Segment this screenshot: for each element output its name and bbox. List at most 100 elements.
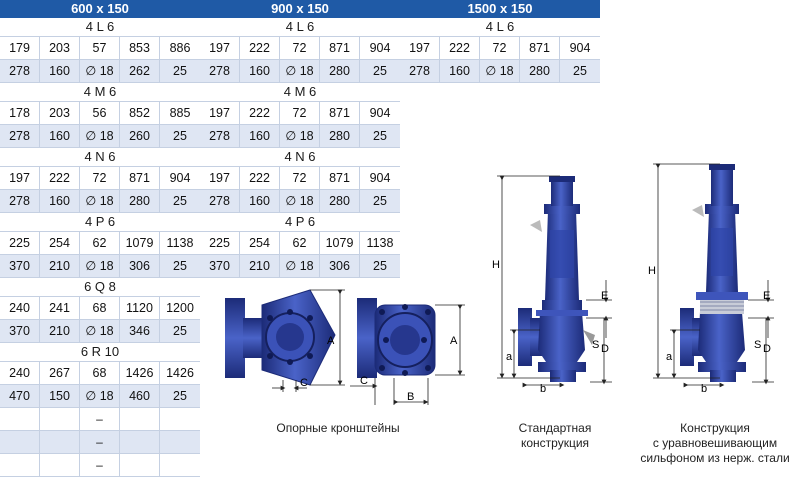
- table-cell: 885: [169, 106, 191, 120]
- caption-standard-line1: Стандартная: [518, 421, 592, 435]
- caption-bellows-line1: Конструкция: [680, 421, 750, 435]
- section-code: 6 Q 8: [0, 278, 200, 297]
- section-code: 4 M 6: [200, 83, 400, 102]
- table-cell: 240: [0, 362, 40, 384]
- table-cell: 25: [173, 259, 187, 273]
- table-cell: 197: [200, 37, 240, 59]
- table-cell: 203: [40, 37, 80, 59]
- table-cell: 197: [200, 102, 240, 124]
- table-cell: 306: [320, 255, 360, 277]
- table-cell: 280: [120, 190, 160, 212]
- table-cell: ∅ 18: [480, 60, 520, 82]
- dim-label-b-standard: b: [540, 383, 546, 395]
- table-cell: 160: [240, 190, 280, 212]
- table-cell: 68: [80, 297, 120, 319]
- table-cell: 280: [320, 190, 360, 212]
- table-cell: 240: [0, 297, 40, 319]
- table-cell: ∅ 18: [80, 255, 120, 277]
- table-cell: 25: [373, 259, 387, 273]
- table-cell: 1120: [120, 297, 160, 319]
- table-cell: –: [80, 454, 120, 476]
- table-cell: 278: [200, 125, 240, 147]
- table-cell: 370: [0, 320, 40, 342]
- caption-bellows-line2: с уравновешивающим: [652, 436, 778, 450]
- valve-bellows: [680, 164, 748, 382]
- caption-bellows-line3: сильфоном из нерж. стали: [640, 451, 790, 465]
- table-cell: 852: [120, 102, 160, 124]
- table-cell: 57: [80, 37, 120, 59]
- dim-label-s-standard: S: [592, 339, 599, 351]
- table-cell: 1079: [120, 232, 160, 254]
- table-cell: ∅ 18: [280, 255, 320, 277]
- empty-row: –: [0, 431, 200, 454]
- table-cell: 160: [40, 60, 80, 82]
- table-cell: 904: [569, 41, 591, 55]
- bracket-view-front: [357, 298, 436, 378]
- table-cell: 871: [120, 167, 160, 189]
- table-cell: 25: [173, 389, 187, 403]
- dim-label-d-bellows: D: [763, 343, 771, 355]
- table-cell: 904: [369, 171, 391, 185]
- table-cell: [160, 454, 200, 476]
- table-cell: 210: [40, 255, 80, 277]
- table-cell: 160: [240, 125, 280, 147]
- table-cell: 197: [400, 37, 440, 59]
- table-cell: 222: [40, 167, 80, 189]
- table-cell: ∅ 18: [80, 320, 120, 342]
- caption-standard: Стандартная конструкция: [500, 421, 610, 451]
- table-cell: 160: [40, 190, 80, 212]
- table-cell: [40, 431, 80, 453]
- valve-standard: [518, 176, 595, 382]
- dim-label-e-bellows: E: [763, 290, 770, 302]
- table-cell: 25: [173, 64, 187, 78]
- group-header: 1500 x 150: [400, 0, 600, 18]
- table-cell: 280: [320, 125, 360, 147]
- table-cell: 262: [120, 60, 160, 82]
- table-cell: 222: [240, 167, 280, 189]
- table-cell: [0, 408, 40, 430]
- table-cell: ∅ 18: [80, 190, 120, 212]
- section-code: 4 M 6: [0, 83, 200, 102]
- table-cell: 197: [0, 167, 40, 189]
- table-cell: ∅ 18: [80, 60, 120, 82]
- table-cell: 241: [40, 297, 80, 319]
- table-cell: 25: [373, 129, 387, 143]
- section-code: 4 P 6: [0, 213, 200, 232]
- table-cell: 1138: [366, 236, 394, 250]
- table-cell: 150: [40, 385, 80, 407]
- table-cell: 370: [200, 255, 240, 277]
- table-cell: [120, 431, 160, 453]
- bracket-view-side: [225, 289, 336, 386]
- dim-label-a-bracket1: A: [327, 335, 335, 347]
- section-code: 4 L 6: [0, 18, 200, 37]
- table-cell: 871: [320, 102, 360, 124]
- caption-bellows: Конструкция с уравновешивающим сильфоном…: [625, 421, 805, 466]
- section-code: 4 N 6: [0, 148, 200, 167]
- dim-label-d-standard: D: [601, 343, 609, 355]
- table-cell: [160, 431, 200, 453]
- table-cell: 1200: [166, 301, 194, 315]
- table-cell: 72: [280, 37, 320, 59]
- table-cell: ∅ 18: [280, 190, 320, 212]
- table-cell: 222: [440, 37, 480, 59]
- table-cell: ∅ 18: [280, 60, 320, 82]
- table-cell: 25: [573, 64, 587, 78]
- table-cell: 72: [280, 102, 320, 124]
- dim-label-c-bracket1: C: [300, 377, 308, 389]
- table-cell: 871: [320, 167, 360, 189]
- table-cell: [40, 454, 80, 476]
- section-code: 4 P 6: [200, 213, 400, 232]
- table-cell: 222: [240, 102, 280, 124]
- group-header: 900 x 150: [200, 0, 400, 18]
- table-cell: 370: [0, 255, 40, 277]
